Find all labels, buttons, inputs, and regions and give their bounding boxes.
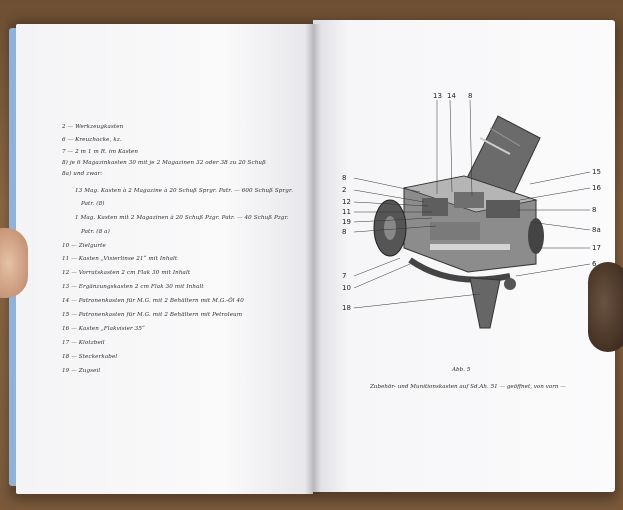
callout-label: 7 <box>342 272 346 280</box>
lid-strap <box>489 127 521 147</box>
list-item: Patr. (8) <box>81 201 105 207</box>
list-item: 11 — Kasten „Visierlinse 21“ mit Inhalt <box>62 256 178 262</box>
callout-label: 11 <box>342 208 351 216</box>
callout-label: 8 <box>468 92 472 100</box>
figure-number: Abb. 5 <box>452 367 471 373</box>
list-item: 6 — Kreuzhacke, kz. <box>62 137 122 143</box>
list-item: 8a) und zwar: <box>62 171 103 177</box>
list-item: 16 — Kasten „Flakvisier 35“ <box>62 326 145 332</box>
callout-label: 8 <box>342 174 346 182</box>
callout-label: 18 <box>342 304 351 312</box>
wheel-hub <box>384 216 396 240</box>
list-item: 13 Mag. Kasten à 2 Magazine à 20 Schuß S… <box>75 188 293 194</box>
callout-label: 8a <box>592 226 601 234</box>
compartment <box>422 198 448 216</box>
callout-label: 16 <box>592 184 601 192</box>
callout-label: 10 <box>342 284 351 292</box>
bumper-bar <box>408 257 511 283</box>
list-item: 14 — Patronenkasten für M.G. mit 2 Behäl… <box>62 298 244 304</box>
left-page <box>16 24 313 494</box>
callout-label: 12 <box>342 198 351 206</box>
callout-label: 8 <box>592 206 596 214</box>
list-item: 17 — Klotzbeil <box>62 340 105 346</box>
callout-label: 13 <box>433 92 442 100</box>
list-item: 19 — Zugseil <box>62 368 101 374</box>
figure-caption: Zubehör- und Munitionskasten auf Sd.Ah. … <box>370 384 566 390</box>
callout-label: 8 <box>342 228 346 236</box>
compartment <box>454 192 484 208</box>
wheel <box>528 218 544 254</box>
drawbar <box>469 277 501 329</box>
page-weight <box>588 262 623 352</box>
lid-strap <box>479 137 511 155</box>
thumb <box>0 228 28 298</box>
list-item: 18 — Steckerkabel <box>62 354 118 360</box>
tow-hook <box>504 278 516 290</box>
list-item: 10 — Zielgurte <box>62 243 106 249</box>
list-item: 8) je 6 Magazinkasten 30 mit je 2 Magazi… <box>62 160 266 166</box>
list-item: 15 — Patronenkasten für M.G. mit 2 Behäl… <box>62 312 243 318</box>
callout-label: 15 <box>592 168 601 176</box>
callout-label: 19 <box>342 218 351 226</box>
list-item: Patr. (8 a) <box>81 229 110 235</box>
callout-label: 2 <box>342 186 346 194</box>
callout-label: 17 <box>592 244 601 252</box>
callout-label: 6 <box>592 260 597 268</box>
list-item: 2 — Werkzeugkasten <box>62 124 124 130</box>
callout-label: 14 <box>447 92 456 100</box>
mounted-bar <box>430 244 510 250</box>
compartment <box>430 222 480 240</box>
trailer-illustration: 13 14 8 8 2 12 11 19 8 7 10 18 15 16 8 8… <box>342 92 601 329</box>
book-gutter <box>305 24 321 494</box>
list-item: 7 — 2 m 1 m R. im Kasten <box>62 149 139 155</box>
list-item: 1 Mag. Kasten mit 2 Magazinen à 20 Schuß… <box>75 215 289 221</box>
list-item: 12 — Vorratskasten 2 cm Flak 30 mit Inha… <box>62 270 191 276</box>
list-item: 13 — Ergänzungskasten 2 cm Flak 30 mit I… <box>62 284 204 290</box>
compartment <box>486 200 520 218</box>
